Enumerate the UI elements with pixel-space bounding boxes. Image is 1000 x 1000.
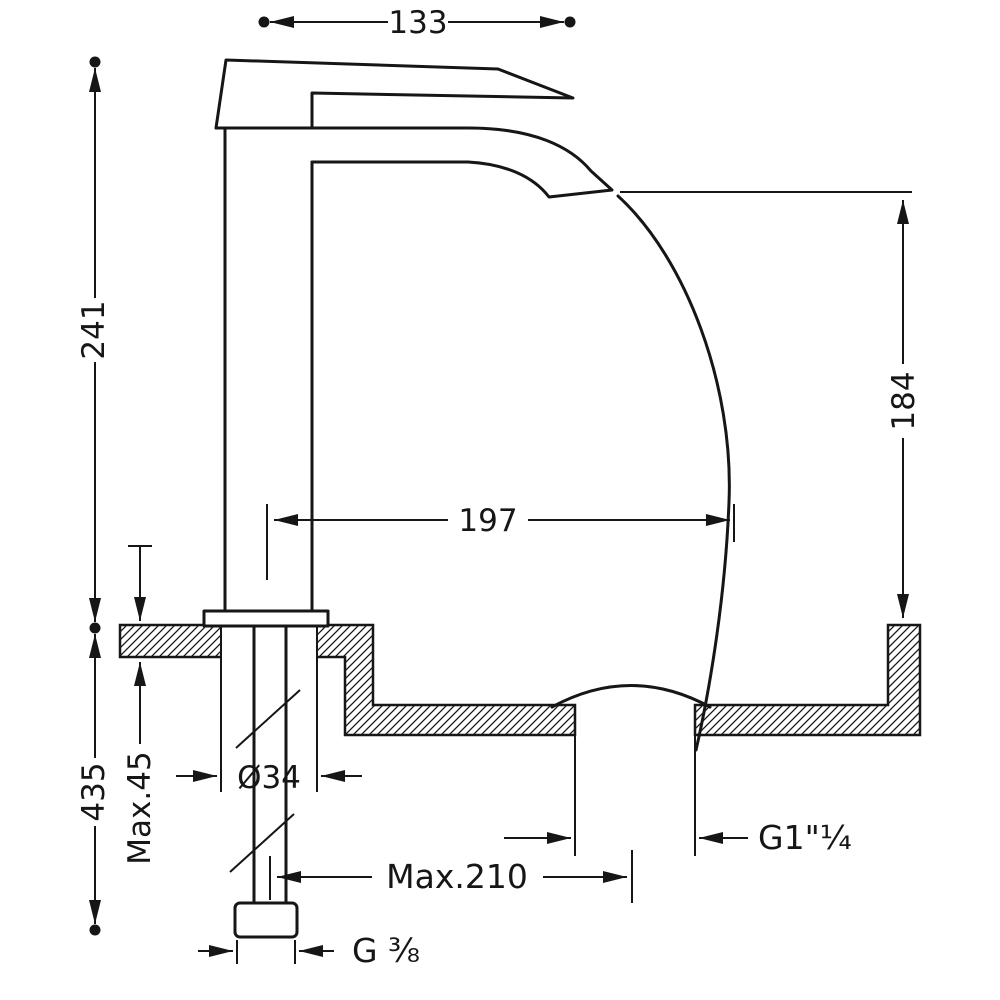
dimension-drain-thread: G1"¼	[504, 818, 852, 857]
dimension-spout-reach: 197	[266, 503, 735, 580]
dimension-deck-thickness: Max.45	[122, 545, 158, 865]
supply-assembly	[220, 624, 318, 939]
dim-label-total-height: 435	[76, 762, 112, 821]
dim-label-spout-drop: 184	[886, 371, 922, 430]
faucet-hole-cutout	[222, 624, 316, 659]
dim-endpoint-dot	[89, 622, 101, 634]
dimension-heights-left: 241 435	[76, 56, 112, 936]
dim-label-hole-diameter: Ø34	[237, 760, 301, 796]
water-stream-curve	[616, 194, 731, 752]
lever-handle	[214, 58, 575, 130]
dim-label-deck-thickness: Max.45	[122, 751, 158, 864]
dim-label-drain-thread: G1"¼	[758, 818, 852, 857]
dim-endpoint-dot	[89, 924, 101, 936]
tube-break-slash-upper	[235, 689, 301, 749]
dim-label-drain-offset: Max.210	[386, 857, 528, 896]
dim-label-spout-reach: 197	[458, 503, 517, 539]
deck-right-section	[693, 623, 922, 737]
tube-break-slash-lower	[229, 813, 295, 873]
dim-label-lever-width: 133	[388, 5, 447, 41]
spout-outline	[214, 126, 614, 199]
dim-label-supply-thread: G ⅜	[352, 931, 420, 970]
dimension-supply-thread: G ⅜	[198, 931, 420, 970]
faucet-base-plate	[202, 609, 330, 628]
dim-label-height-above-deck: 241	[76, 300, 112, 359]
counter-cross-section	[118, 623, 922, 856]
popup-waste-dome	[550, 684, 712, 709]
supply-connector-nut	[233, 901, 299, 939]
dim-endpoint-dot	[258, 16, 270, 28]
dim-endpoint-dot	[89, 56, 101, 68]
dimension-hole-diameter: Ø34	[176, 760, 362, 796]
dim-endpoint-dot	[564, 16, 576, 28]
faucet-outline	[202, 58, 614, 628]
deck-left-section	[118, 623, 577, 737]
dimension-spout-drop: 184	[620, 191, 922, 618]
dimension-lever-width: 133	[258, 5, 576, 41]
dimension-drain-offset: Max.210	[269, 850, 633, 903]
